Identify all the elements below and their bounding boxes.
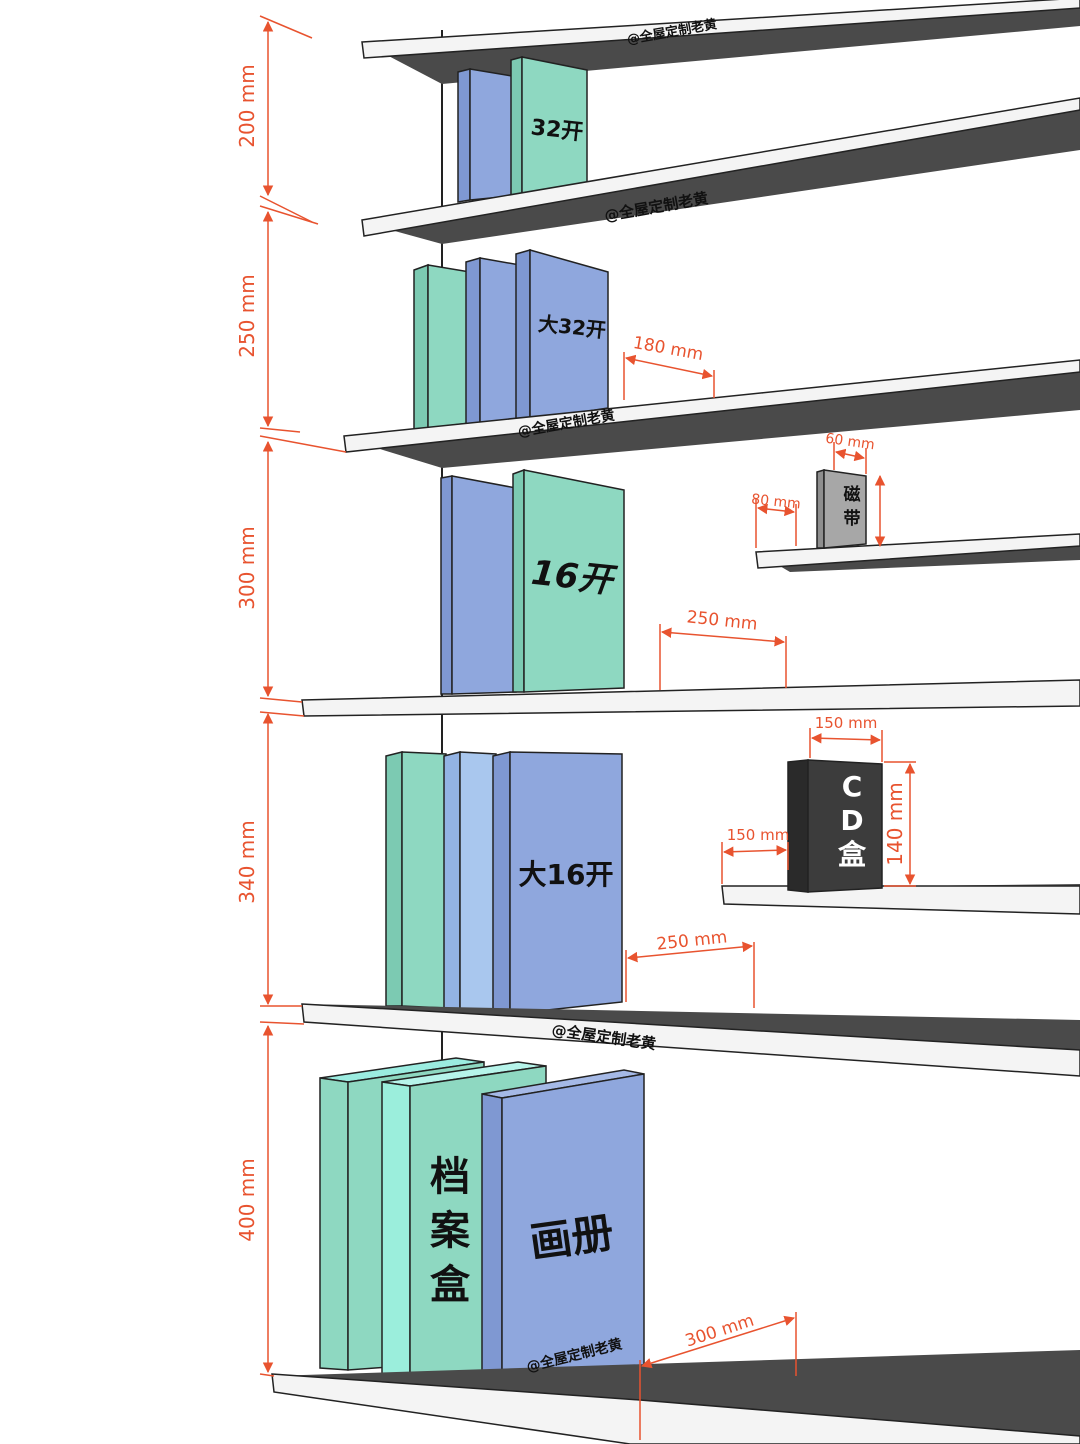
shelf-2 <box>361 97 1080 244</box>
tape-depth-label: 80 mm <box>751 491 802 512</box>
book-big32-blue-1 <box>465 257 521 427</box>
height-label-250: 250 mm <box>235 274 259 358</box>
label-tape-2: 带 <box>844 508 861 529</box>
book-big32-blue-2 <box>515 249 609 423</box>
shelf-3 <box>343 359 1080 468</box>
label-cd-c: C <box>842 770 863 803</box>
label-archive-2: 案 <box>430 1208 471 1254</box>
book-big16-light <box>443 751 497 1011</box>
height-label-400: 400 mm <box>235 1158 259 1242</box>
cd-height-label: 140 mm <box>883 782 907 866</box>
label-archive-1: 档 <box>430 1154 470 1200</box>
shelf-5 <box>301 1003 1080 1077</box>
label-cd-box: 盒 <box>837 838 867 871</box>
tape-box <box>816 469 867 549</box>
depth-label-250-b: 250 mm <box>656 927 729 954</box>
height-label-200: 200 mm <box>235 64 259 148</box>
book-32-mint <box>510 56 588 197</box>
book-big16-mint <box>385 751 447 1009</box>
book-16-blue <box>440 475 517 695</box>
cd-depth-label: 150 mm <box>727 826 790 844</box>
shelf-cd <box>721 884 1080 915</box>
book-big32-mint <box>413 263 471 431</box>
depth-label-250-a: 250 mm <box>686 607 759 634</box>
label-16: 16开 <box>529 553 619 602</box>
depth-label-180: 180 mm <box>631 333 704 365</box>
label-album: 画册 <box>527 1207 617 1267</box>
height-dimensions <box>259 15 347 1377</box>
cd-box <box>787 759 883 893</box>
shelf-4 <box>301 679 1080 717</box>
height-label-340: 340 mm <box>235 820 259 904</box>
tape-width-label: 60 mm <box>824 431 875 454</box>
label-32: 32开 <box>529 115 584 145</box>
cd-width-label: 150 mm <box>815 714 878 732</box>
book-32-blue <box>457 68 513 203</box>
label-tape-1: 磁 <box>844 484 861 505</box>
label-big16: 大16开 <box>519 858 614 891</box>
depth-dimensions <box>623 352 916 1440</box>
label-archive-3: 盒 <box>430 1262 471 1308</box>
shelf-tape <box>755 533 1080 572</box>
depth-label-300: 300 mm <box>683 1311 757 1352</box>
label-cd-d: D <box>840 804 863 837</box>
book-album <box>481 1069 645 1399</box>
height-label-300: 300 mm <box>235 526 259 610</box>
book-16-mint <box>512 468 625 693</box>
